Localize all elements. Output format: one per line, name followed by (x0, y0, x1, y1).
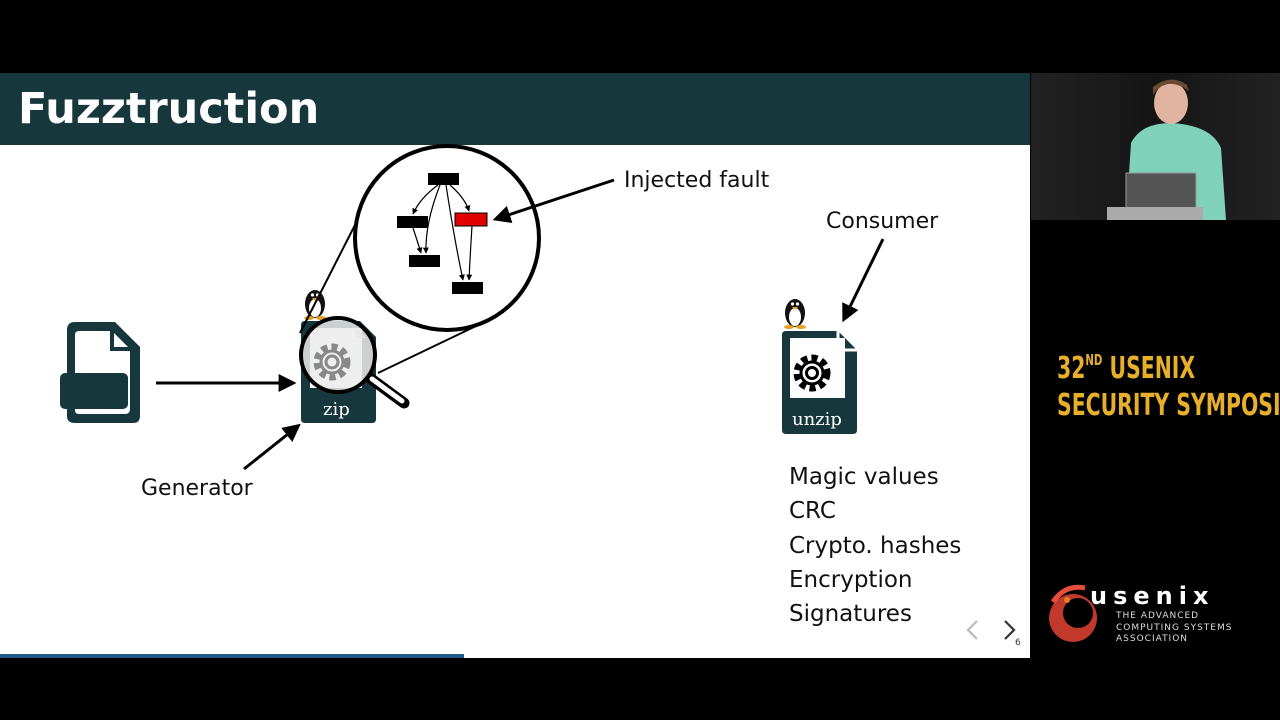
generator-label: Generator (141, 476, 253, 501)
list-item: Encryption (789, 566, 913, 593)
cfg-block (428, 173, 459, 185)
injected-fault-label: Injected fault (624, 168, 770, 193)
next-slide-button[interactable] (999, 618, 1019, 642)
magnifier-icon (299, 316, 410, 409)
usenix-logo-icon (1049, 584, 1097, 642)
diagram (60, 144, 885, 471)
cfg-block (397, 216, 428, 228)
consumer-arrow (842, 238, 885, 323)
unzip-file-icon (782, 331, 857, 434)
linux-penguin-icon (784, 299, 806, 329)
conference-title: 32ND USENIX SECURITY SYMPOSIUM (1057, 350, 1280, 424)
prev-slide-button[interactable] (963, 618, 983, 642)
unzip-label: unzip (792, 409, 842, 430)
chevron-right-icon (1004, 620, 1016, 640)
file-icon (60, 322, 140, 423)
cfg-fault-block (454, 212, 488, 227)
linux-penguin-icon (304, 290, 326, 320)
fault-arrow (492, 178, 615, 224)
gear-icon (793, 354, 831, 392)
list-item: Magic values (789, 464, 939, 490)
list-item: CRC (789, 498, 836, 525)
usenix-tagline: THE ADVANCED COMPUTING SYSTEMS ASSOCIATI… (1116, 611, 1233, 644)
slide-progress-bar (0, 654, 464, 658)
zoom-circle (353, 144, 541, 332)
list-item: Crypto. hashes (789, 532, 962, 559)
page-number: 6 (1015, 638, 1021, 648)
conference-org: USENIX (1102, 351, 1196, 386)
zip-label: zip (323, 399, 350, 420)
consumer-label: Consumer (826, 209, 939, 234)
zoom-line (299, 220, 358, 334)
conference-edition: 32 (1057, 351, 1086, 386)
slide: Fuzztruction (0, 73, 1030, 658)
cfg-block (409, 255, 440, 267)
zoom-line (377, 326, 475, 374)
cfg-block (452, 282, 483, 294)
slide-title: Fuzztruction (18, 84, 320, 134)
slide-header: Fuzztruction (0, 73, 1030, 145)
conference-name: SECURITY SYMPOSIUM (1057, 388, 1280, 423)
list-item: Signatures (789, 601, 912, 628)
consumer-checks-list: Magic values CRC Crypto. hashes Encrypti… (789, 460, 961, 631)
chevron-left-icon (966, 620, 978, 640)
speaker-video (1031, 73, 1280, 220)
generator-arrow (243, 423, 301, 471)
usenix-wordmark: usenix (1090, 582, 1215, 610)
conference-edition-suffix: ND (1085, 351, 1103, 369)
